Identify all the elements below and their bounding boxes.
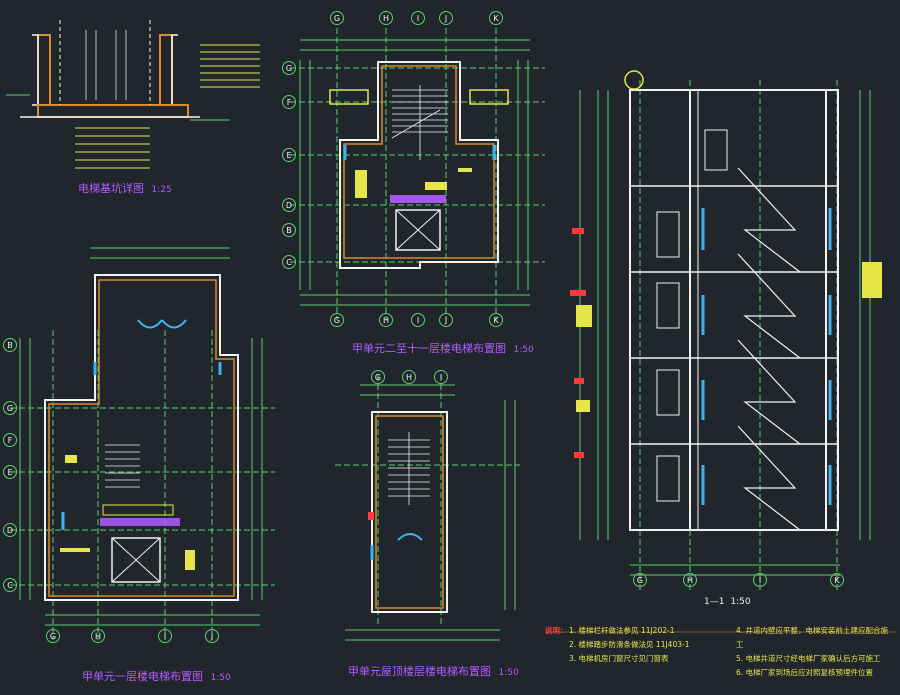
ground-floor-plan — [10, 247, 275, 640]
axis-bubble — [633, 573, 647, 587]
axis-bubble — [379, 11, 393, 25]
axis-bubble-label: I — [417, 14, 419, 23]
axis-bubble-label: G — [7, 404, 13, 413]
axis-bubble-label: K — [493, 14, 499, 23]
roof-floor-title: 甲单元屋顶楼层楼电梯布置图 1:50 — [348, 663, 519, 679]
axis-bubble — [3, 433, 17, 447]
roof-floor-scale: 1:50 — [498, 668, 519, 678]
typical-floor-scale: 1:50 — [513, 345, 534, 355]
section-title-text: 1—1 — [704, 597, 725, 607]
roof-floor-plan — [335, 375, 520, 641]
axis-bubble — [46, 629, 60, 643]
axis-bubble — [434, 370, 448, 384]
note-item-1: 1. 楼梯栏杆做法参见 11J202-1 — [569, 626, 675, 635]
axis-bubble — [379, 313, 393, 327]
ground-floor-scale: 1:50 — [210, 673, 231, 683]
axis-bubble — [411, 313, 425, 327]
axis-bubble-label: B — [7, 341, 13, 350]
pit-detail-drawing — [6, 20, 260, 169]
axis-bubble — [205, 629, 219, 643]
note-item-5: 5. 电梯井道尺寸经电梯厂家确认后方可施工 — [736, 654, 881, 663]
axis-bubble-label: C — [286, 258, 292, 267]
axis-bubble-label: G — [334, 316, 340, 325]
axis-bubble-label: H — [687, 576, 693, 585]
axis-bubble-label: H — [406, 373, 412, 382]
axis-bubble-label: G — [286, 64, 292, 73]
axis-bubble — [683, 573, 697, 587]
note-item-3: 3. 电梯机房门窗尺寸见门窗表 — [569, 654, 669, 663]
axis-bubble-label: G — [50, 632, 56, 641]
axis-bubble-label: J — [444, 14, 447, 23]
axis-bubble — [3, 401, 17, 415]
axis-bubble — [3, 578, 17, 592]
roof-floor-title-text: 甲单元屋顶楼层楼电梯布置图 — [348, 665, 491, 678]
axis-bubble — [330, 313, 344, 327]
section-title: 1—1 1:50 — [704, 597, 751, 607]
axis-bubble — [91, 629, 105, 643]
axis-bubble — [830, 573, 844, 587]
typical-floor-title-text: 甲单元二至十一层楼电梯布置图 — [352, 342, 506, 355]
axis-bubble — [402, 370, 416, 384]
axis-bubble-label: F — [8, 436, 13, 445]
axis-bubble — [371, 370, 385, 384]
axis-bubble-label: H — [383, 14, 389, 23]
axis-bubble-label: I — [164, 632, 166, 641]
axis-bubble-label: E — [286, 151, 291, 160]
axis-bubble — [489, 313, 503, 327]
section-scale: 1:50 — [730, 597, 751, 607]
axis-bubble — [282, 61, 296, 75]
typical-floor-title: 甲单元二至十一层楼电梯布置图 1:50 — [352, 340, 534, 356]
axis-bubble-label: F — [287, 98, 292, 107]
axis-bubble-label: G — [334, 14, 340, 23]
pit-detail-title: 电梯基坑详图 1:25 — [78, 180, 172, 196]
axis-bubble-label: I — [417, 316, 419, 325]
axis-bubble-label: G — [375, 373, 381, 382]
axis-bubble — [282, 198, 296, 212]
axis-bubble — [158, 629, 172, 643]
axis-bubble-label: E — [7, 468, 12, 477]
axis-bubble — [282, 223, 296, 237]
notes-heading: 说明: — [545, 626, 563, 635]
axis-bubble — [439, 11, 453, 25]
axis-bubble — [3, 523, 17, 537]
axis-bubble — [3, 338, 17, 352]
axis-bubble-label: I — [440, 373, 442, 382]
axis-bubble-label: D — [7, 526, 13, 535]
note-item-6: 6. 电梯厂家到场后应对照复核预埋件位置 — [736, 668, 874, 677]
ground-floor-title: 甲单元一层楼电梯布置图 1:50 — [82, 668, 231, 684]
pit-detail-title-text: 电梯基坑详图 — [78, 182, 144, 195]
axis-bubble-label: B — [286, 226, 292, 235]
ground-floor-title-text: 甲单元一层楼电梯布置图 — [82, 670, 203, 683]
axis-bubble — [282, 148, 296, 162]
axis-bubble-label: H — [383, 316, 389, 325]
axis-bubble-label: C — [7, 581, 13, 590]
axis-bubble — [411, 11, 425, 25]
axis-bubble — [282, 95, 296, 109]
axis-bubble-label: K — [834, 576, 840, 585]
pit-detail-scale: 1:25 — [151, 185, 172, 195]
axis-bubble — [282, 255, 296, 269]
axis-bubble-label: G — [637, 576, 643, 585]
axis-bubble — [330, 11, 344, 25]
axis-bubble-label: H — [95, 632, 101, 641]
axis-bubbles: G H I J K G F E D C B G H I J K G F E D C B G H I J G H I G H I K — [3, 11, 844, 643]
axis-bubble — [753, 573, 767, 587]
typical-floor-plan — [290, 28, 545, 320]
axis-bubble-label: J — [444, 316, 447, 325]
section-drawing — [570, 70, 882, 590]
axis-bubble-label: J — [210, 632, 213, 641]
axis-bubble — [489, 11, 503, 25]
axis-bubble — [439, 313, 453, 327]
axis-bubble — [3, 465, 17, 479]
note-item-4: 4. 井道内壁应平整，电梯安装前土建应配合施工 — [736, 626, 889, 649]
notes-list: 1. 楼梯栏杆做法参见 11J202-1 2. 楼梯踏步防滑条做法见 11J40… — [569, 624, 895, 680]
notes-block: 说明: 1. 楼梯栏杆做法参见 11J202-1 2. 楼梯踏步防滑条做法见 1… — [545, 624, 895, 677]
axis-bubble-label: D — [286, 201, 292, 210]
axis-bubble-label: I — [759, 576, 761, 585]
note-item-2: 2. 楼梯踏步防滑条做法见 11J403-1 — [569, 640, 690, 649]
axis-bubble-label: K — [493, 316, 499, 325]
